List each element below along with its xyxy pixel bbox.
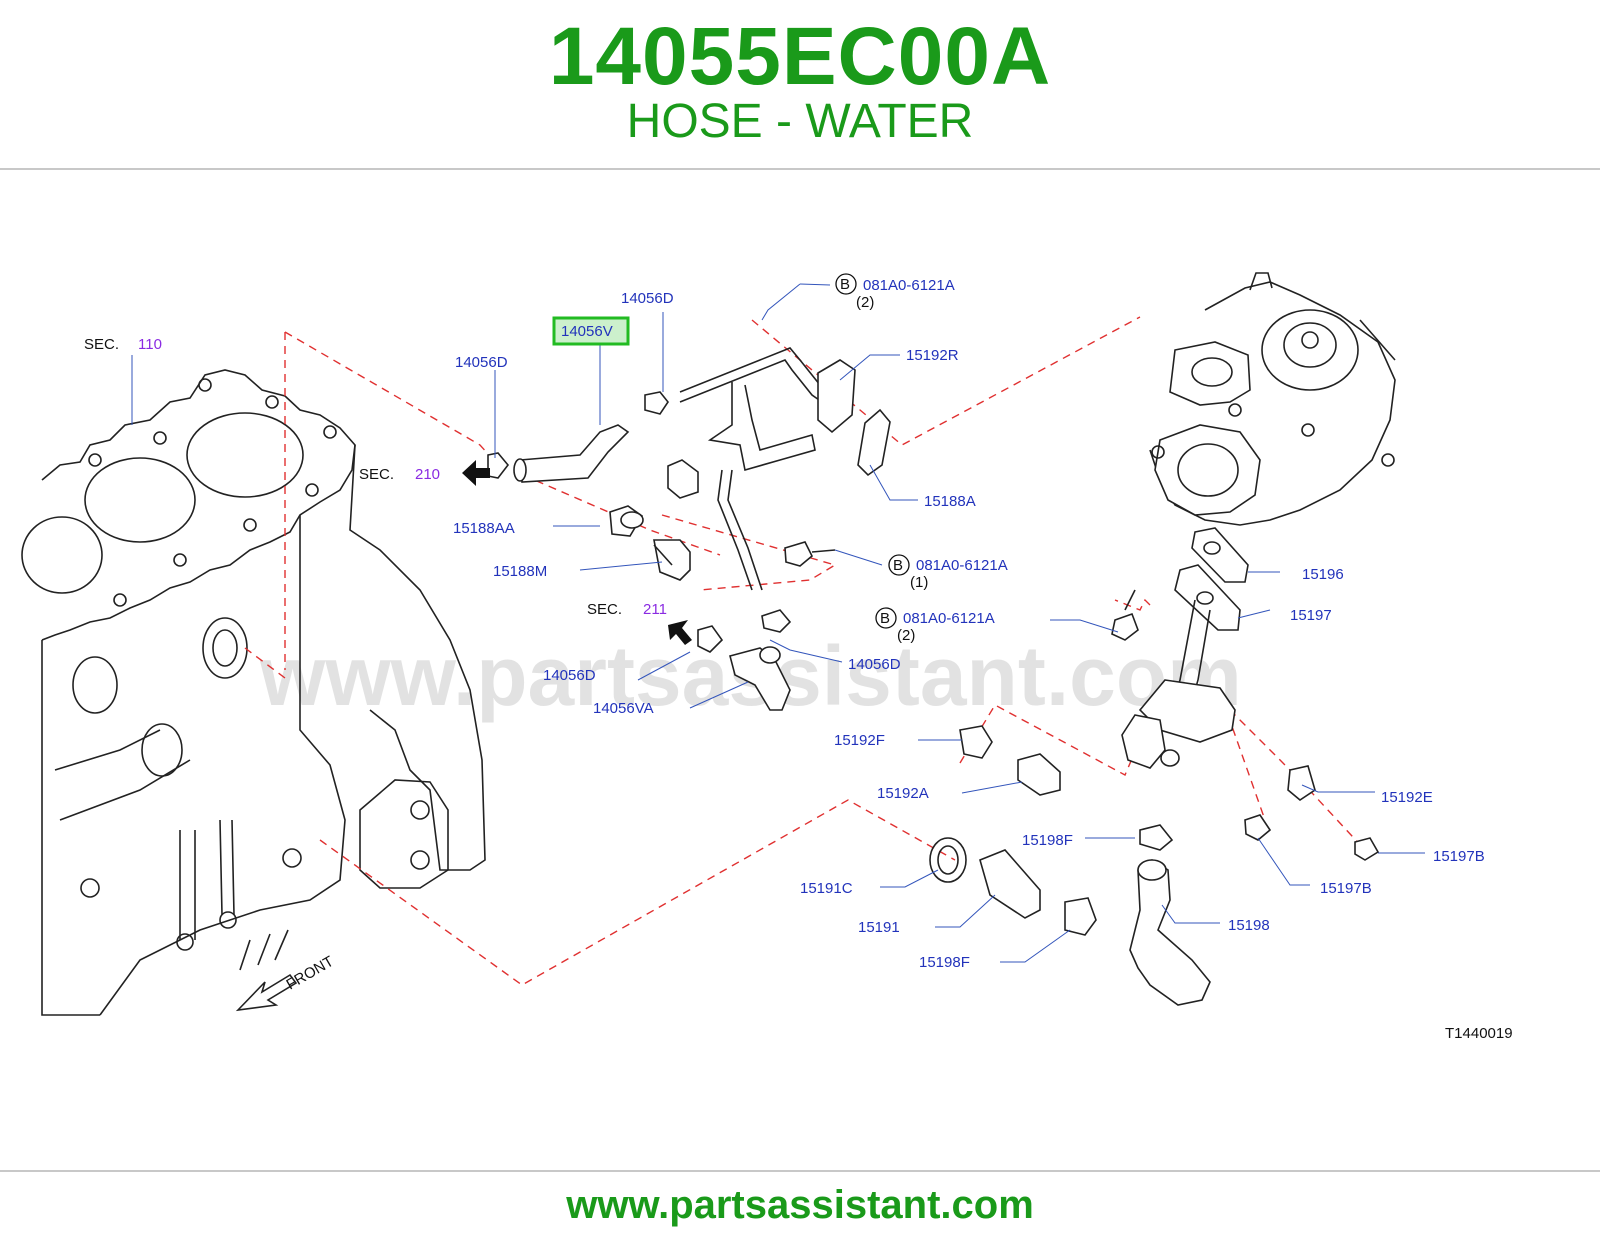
sec210-arrow-icon (462, 460, 490, 486)
sec210-prefix: SEC. (359, 466, 394, 483)
part-15198F-top-label[interactable]: 15198F (1022, 832, 1073, 849)
part-15191-label[interactable]: 15191 (858, 919, 900, 936)
highlighted-part-box[interactable] (552, 316, 630, 346)
sec211-prefix: SEC. (587, 601, 622, 618)
part-14056D-left-label[interactable]: 14056D (455, 354, 508, 371)
part-15192F-label[interactable]: 15192F (834, 732, 885, 749)
bolt3-part-label[interactable]: 081A0-6121A (903, 610, 995, 627)
part-15192R-label[interactable]: 15192R (906, 347, 959, 364)
part-14056D-top-label[interactable]: 14056D (621, 290, 674, 307)
sec211-arrow-icon (668, 620, 692, 645)
part-15192A-label[interactable]: 15192A (877, 785, 929, 802)
water-pipe-assembly (487, 347, 891, 711)
engine-block-drawing (21, 369, 486, 1016)
bolt1-part-label[interactable]: 081A0-6121A (863, 277, 955, 294)
sec211-link[interactable]: 211 (643, 601, 667, 618)
page-header: 14055EC00A HOSE - WATER (0, 0, 1600, 168)
part-14056VA-label[interactable]: 14056VA (593, 700, 654, 717)
part-14056D-low-label[interactable]: 14056D (543, 667, 596, 684)
sec110-prefix: SEC. (84, 336, 119, 353)
part-15196-label[interactable]: 15196 (1302, 566, 1344, 583)
leader-lines (131, 283, 1425, 963)
part-15191C-label[interactable]: 15191C (800, 880, 853, 897)
header-divider (0, 168, 1600, 170)
bolt3-marker-letter: B (880, 610, 890, 627)
direction-arrows (235, 460, 692, 1012)
part-15197-label[interactable]: 15197 (1290, 607, 1332, 624)
part-15192E-label[interactable]: 15192E (1381, 789, 1433, 806)
front-arrow-icon (235, 973, 298, 1012)
bolt2-part-label[interactable]: 081A0-6121A (916, 557, 1008, 574)
sec110-link[interactable]: 110 (138, 336, 162, 353)
bolt2-marker-letter: B (893, 557, 903, 574)
part-15198-label[interactable]: 15198 (1228, 917, 1270, 934)
turbocharger-drawing (1149, 272, 1396, 526)
part-15198F-bottom-label[interactable]: 15198F (919, 954, 970, 971)
part-15197B-left-label[interactable]: 15197B (1320, 880, 1372, 897)
front-label: FRONT (284, 953, 337, 994)
bolt1-marker-letter: B (840, 276, 850, 293)
part-14056V-label[interactable]: 14056V (561, 323, 613, 340)
sec210-link[interactable]: 210 (415, 466, 440, 483)
part-number-title: 14055EC00A (548, 11, 1052, 102)
part-15197B-right-label[interactable]: 15197B (1433, 848, 1485, 865)
part-15188M-label[interactable]: 15188M (493, 563, 547, 580)
bolt2-qty: (1) (910, 574, 928, 591)
parts-diagram: www.partsassistant.com (21, 272, 1513, 1042)
part-15188AA-label[interactable]: 15188AA (453, 520, 515, 537)
part-15188A-label[interactable]: 15188A (924, 493, 976, 510)
part-callouts: SEC. 110 SEC. 210 SEC. 211 14056V 14056D… (84, 277, 1513, 1042)
footer-divider (0, 1170, 1600, 1172)
diagram-code: T1440019 (1445, 1025, 1513, 1042)
return-pipe-assembly (929, 527, 1380, 1006)
footer-website-link[interactable]: www.partsassistant.com (566, 1183, 1034, 1227)
bolt-marker-circles: B B B (835, 273, 910, 629)
bolt1-qty: (2) (856, 294, 874, 311)
part-14056D-mid-label[interactable]: 14056D (848, 656, 901, 673)
bolt3-qty: (2) (897, 627, 915, 644)
part-name-subtitle: HOSE - WATER (626, 95, 974, 148)
